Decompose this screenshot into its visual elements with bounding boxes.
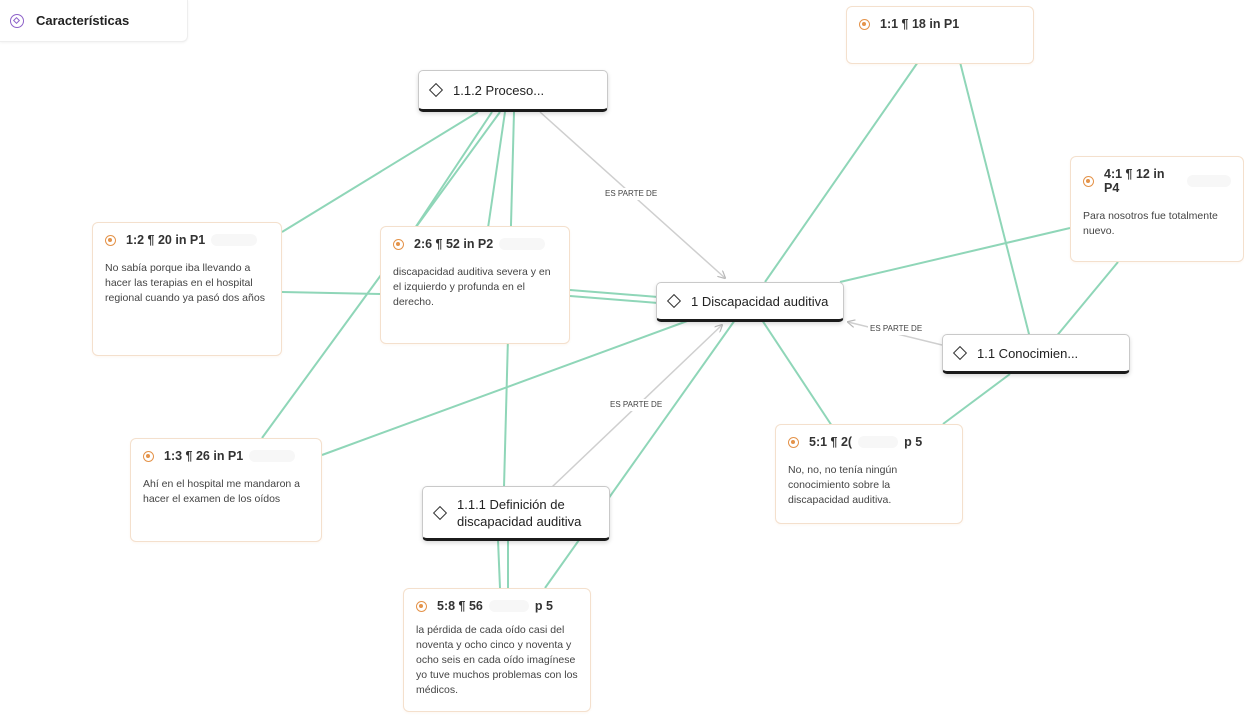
code-node-conocimiento[interactable]: 1.1 Conocimien... [942, 334, 1130, 374]
quote-node-5-1[interactable]: 5:1 ¶ 2( p 5 No, no, no tenía ningún con… [775, 424, 963, 524]
quote-node-4-1[interactable]: 4:1 ¶ 12 in P4 Para nosotros fue totalme… [1070, 156, 1244, 262]
link-q12-disc [281, 291, 381, 295]
redacted-name [499, 238, 546, 250]
edge-label-definicion: ES PARTE DE [608, 399, 665, 411]
quotation-icon [1083, 175, 1094, 187]
code-diamond-icon [952, 345, 968, 361]
code-diamond-icon [432, 505, 448, 520]
quote-ref-a: 5:1 ¶ 2( [809, 435, 853, 449]
edge-label-conocimiento: ES PARTE DE [868, 323, 925, 335]
quote-text: Para nosotros fue totalmente nuevo. [1083, 210, 1218, 237]
link-def-q58-a [497, 539, 501, 589]
code-node-proceso[interactable]: 1.1.2 Proceso... [418, 70, 608, 112]
quote-ref: 1:2 ¶ 20 in P1 [126, 233, 206, 247]
code-label: 1.1.1 Definición de discapacidad auditiv… [457, 496, 582, 529]
link-disc-q51 [761, 319, 833, 427]
link-q41-con [1054, 261, 1119, 339]
network-title[interactable]: Características [0, 0, 188, 42]
link-con-q51 [942, 373, 1011, 425]
network-icon [10, 13, 24, 28]
quote-ref: 1:1 ¶ 18 in P1 [880, 17, 960, 31]
code-label: 1.1.2 Proceso... [453, 82, 545, 98]
quotation-icon [788, 436, 799, 448]
link-q26-disc-a [569, 289, 659, 298]
link-proceso-q26 [414, 111, 493, 229]
edge-label-proceso: ES PARTE DE [603, 188, 660, 200]
link-disc-q58 [544, 319, 736, 589]
quote-ref: 4:1 ¶ 12 in P4 [1104, 167, 1165, 195]
quote-ref-a: 5:8 ¶ 56 [437, 599, 483, 613]
link-proceso-q26b [487, 111, 506, 229]
quotation-icon [105, 234, 116, 246]
code-node-discapacidad[interactable]: 1 Discapacidad auditiva [656, 282, 844, 322]
quote-node-1-1[interactable]: 1:1 ¶ 18 in P1 [846, 6, 1034, 64]
link-q13-disc [321, 319, 691, 456]
quote-node-2-6[interactable]: 2:6 ¶ 52 in P2 discapacidad auditiva sev… [380, 226, 570, 344]
quote-text: No sabía porque iba llevando a hacer las… [105, 262, 265, 304]
network-title-label: Características [36, 13, 130, 28]
code-diamond-icon [666, 293, 682, 309]
code-label: 1.1 Conocimien... [977, 345, 1079, 361]
link-q41-disc [839, 227, 1071, 283]
quote-ref: 2:6 ¶ 52 in P2 [414, 237, 494, 251]
quote-text: Ahí en el hospital me mandaron a hacer e… [143, 478, 301, 505]
code-node-definicion[interactable]: 1.1.1 Definición de discapacidad auditiv… [422, 486, 610, 541]
redacted-name [249, 450, 296, 462]
redacted-name [488, 600, 529, 612]
quote-ref: 1:3 ¶ 26 in P1 [164, 449, 244, 463]
quotation-icon [393, 238, 404, 250]
quote-node-1-3[interactable]: 1:3 ¶ 26 in P1 Ahí en el hospital me man… [130, 438, 322, 542]
quote-node-1-2[interactable]: 1:2 ¶ 20 in P1 No sabía porque iba lleva… [92, 222, 282, 356]
link-proceso-q12 [281, 111, 479, 233]
redacted-name [1186, 175, 1231, 187]
link-q26-disc-b [569, 295, 659, 304]
code-diamond-icon [428, 82, 444, 98]
quote-ref-b: p 5 [904, 435, 923, 449]
quote-text: No, no, no tenía ningún conocimiento sob… [788, 464, 898, 506]
quote-node-5-8[interactable]: 5:8 ¶ 56 p 5 la pérdida de cada oído cas… [403, 588, 591, 712]
quote-ref-b: p 5 [534, 599, 553, 613]
quote-text: la pérdida de cada oído casi del noventa… [416, 624, 578, 696]
link-q11-disc [764, 61, 919, 283]
quotation-icon [416, 600, 427, 612]
code-label: 1 Discapacidad auditiva [691, 293, 829, 309]
redacted-name [211, 234, 258, 246]
quotation-icon [143, 450, 154, 462]
link-q11-con [959, 61, 1031, 339]
redacted-name [858, 436, 899, 448]
quotation-icon [859, 18, 870, 30]
quote-text: discapacidad auditiva severa y en el izq… [393, 266, 551, 308]
